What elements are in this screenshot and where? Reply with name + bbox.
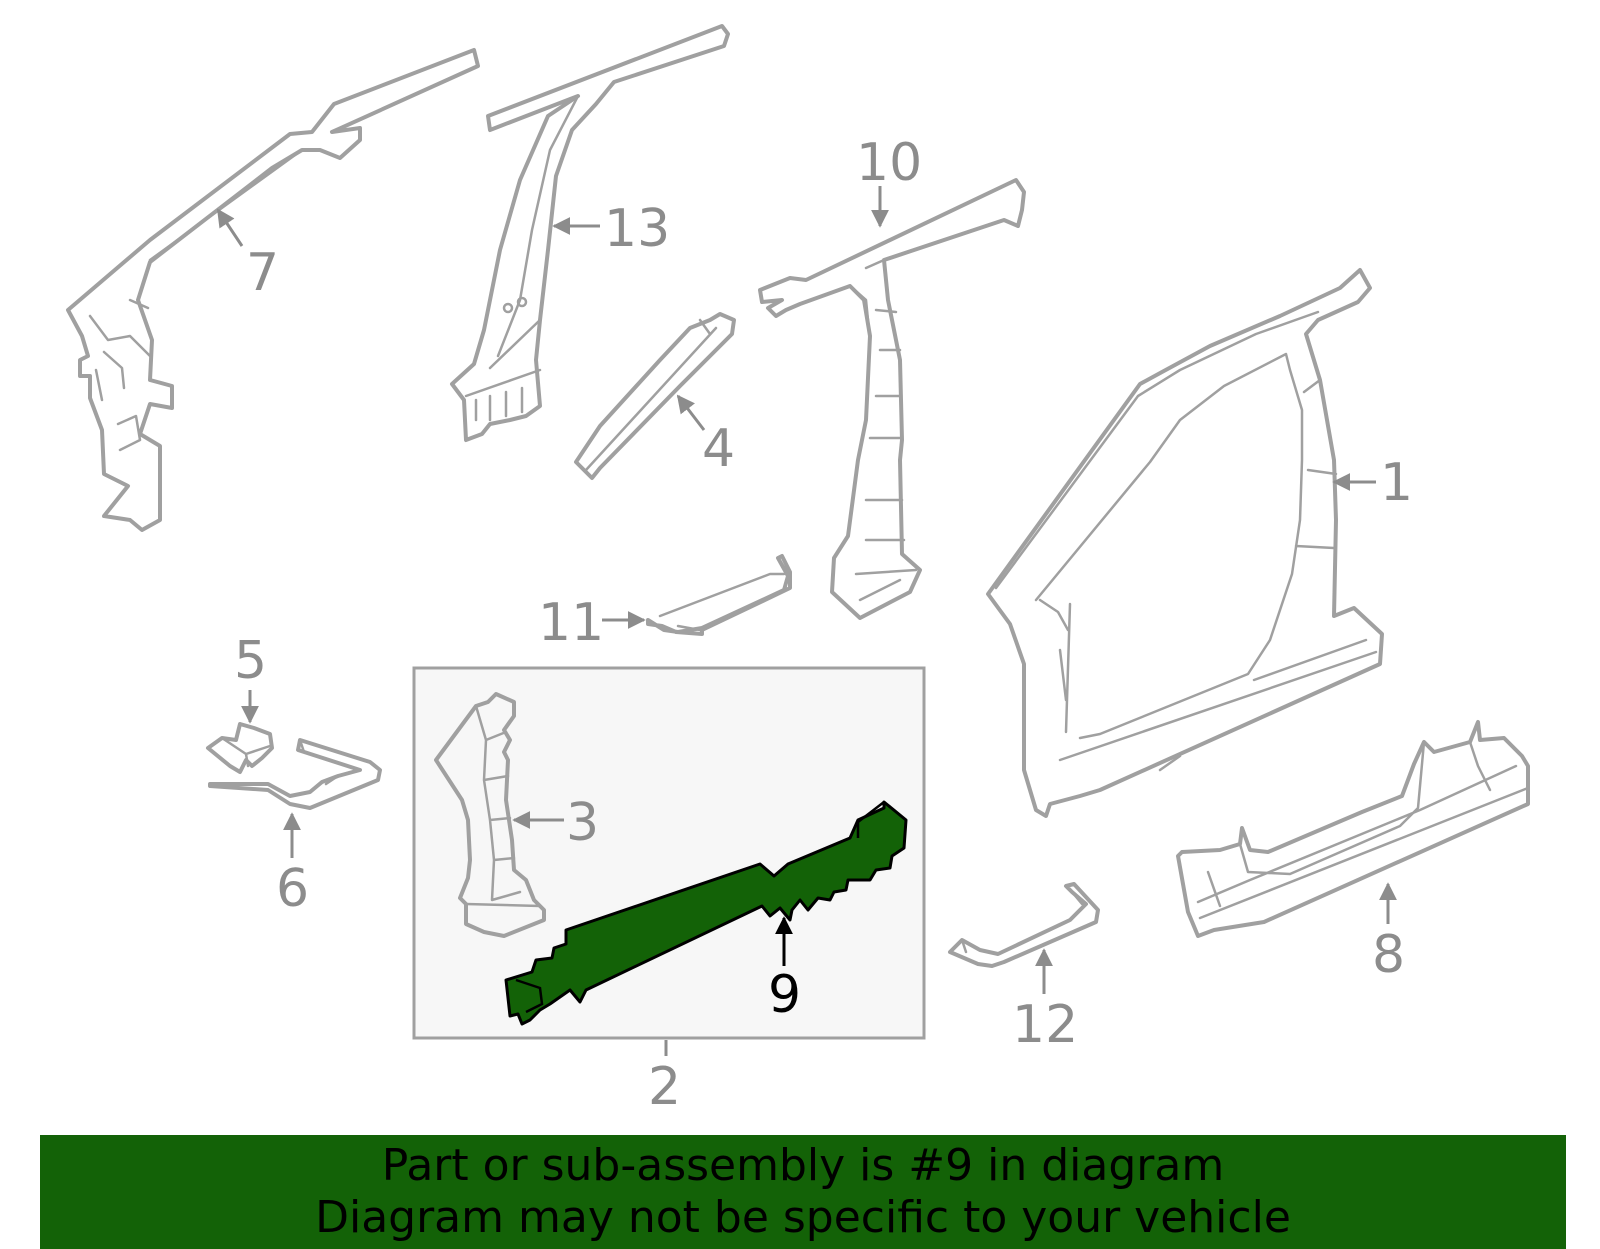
banner-line-part-number: Part or sub-assembly is #9 in diagram	[381, 1140, 1225, 1191]
part-10-b-pillar[interactable]	[758, 178, 1026, 620]
part-5-clip[interactable]	[206, 722, 274, 774]
callout-2: 2	[648, 1040, 681, 1117]
part-7-front-pillar[interactable]	[66, 48, 480, 532]
info-banner: Part or sub-assembly is #9 in diagram Di…	[40, 1135, 1566, 1249]
part-12-bracket[interactable]	[948, 882, 1100, 968]
part-9-rocker-reinforcement[interactable]	[504, 800, 908, 1026]
callout-label-7: 7	[246, 243, 279, 303]
callout-label-5: 5	[234, 631, 267, 691]
callout-label-4: 4	[702, 419, 735, 479]
part-3-b-pillar-lower-inner[interactable]	[434, 692, 546, 938]
callout-7: 7	[216, 208, 279, 303]
part-6-lower-bracket[interactable]	[208, 738, 382, 810]
callout-label-2: 2	[648, 1057, 681, 1117]
callout-10: 10	[856, 133, 922, 228]
callout-label-12: 12	[1012, 995, 1078, 1055]
callout-3: 3	[512, 793, 599, 853]
part-11-sill-bracket[interactable]	[646, 554, 792, 636]
callout-label-11: 11	[538, 593, 604, 653]
part-13-a-pillar-inner[interactable]	[450, 24, 730, 442]
callout-9: 9	[768, 916, 801, 1025]
callout-label-9: 9	[768, 965, 801, 1025]
callout-label-10: 10	[856, 133, 922, 193]
callout-label-8: 8	[1372, 925, 1405, 985]
part-8-rocker-outer[interactable]	[1176, 720, 1530, 938]
callout-5: 5	[234, 631, 267, 724]
callout-8: 8	[1372, 882, 1405, 985]
callout-11: 11	[538, 593, 646, 653]
callout-label-13: 13	[604, 199, 670, 259]
banner-line-disclaimer: Diagram may not be specific to your vehi…	[315, 1192, 1291, 1243]
info-banner-background	[40, 1135, 1566, 1249]
callout-label-1: 1	[1380, 453, 1413, 513]
callout-6: 6	[276, 812, 309, 919]
callout-4: 4	[676, 394, 735, 479]
callout-label-6: 6	[276, 859, 309, 919]
callout-12: 12	[1012, 948, 1078, 1055]
part-1-side-outer-panel[interactable]	[986, 268, 1384, 818]
callout-label-3: 3	[566, 793, 599, 853]
callout-1: 1	[1332, 453, 1413, 513]
part-4-reinforcement[interactable]	[574, 312, 736, 480]
callout-13: 13	[552, 199, 670, 259]
